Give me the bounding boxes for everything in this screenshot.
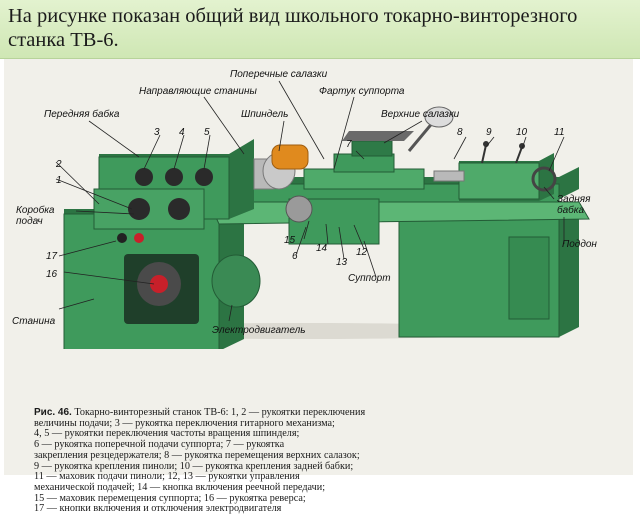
top-slide bbox=[351, 140, 393, 157]
tool-shield bbox=[342, 131, 414, 141]
label-motor: Электродвигатель bbox=[212, 325, 306, 336]
carriage-handwheel bbox=[285, 195, 313, 223]
feed-knob-1 bbox=[128, 198, 150, 220]
caption-line: 11 — маховик подачи пиноли; 12, 13 — рук… bbox=[34, 471, 300, 483]
chuck-guard bbox=[271, 144, 309, 170]
reverse-handle-knob bbox=[150, 275, 168, 293]
right-door bbox=[508, 236, 550, 320]
callout-9: 9 bbox=[486, 127, 492, 138]
caption-line: 6 — рукоятка поперечной подачи суппорта;… bbox=[34, 439, 285, 451]
callout-4: 4 bbox=[179, 127, 185, 138]
caption-line: 4, 5 — рукоятки переключения частоты вра… bbox=[34, 428, 300, 440]
label-feed-gearbox: Коробка подач bbox=[16, 205, 55, 227]
label-tailstock: Задняя бабка bbox=[557, 194, 591, 216]
label-top-slide: Верхние салазки bbox=[381, 109, 460, 120]
callout-6: 6 bbox=[292, 251, 298, 262]
slide-title: На рисунке показан общий вид школьного т… bbox=[8, 5, 578, 51]
callout-8: 8 bbox=[457, 127, 463, 138]
callout-14: 14 bbox=[316, 243, 328, 254]
callout-3: 3 bbox=[154, 127, 160, 138]
lathe-illustration bbox=[55, 80, 590, 349]
label-cross-slide: Поперечные салазки bbox=[230, 69, 328, 80]
slide-header: На рисунке показан общий вид школьного т… bbox=[0, 0, 640, 59]
callout-2: 2 bbox=[56, 159, 62, 170]
callout-1: 1 bbox=[56, 175, 62, 186]
label-bed-ways: Направляющие станины bbox=[139, 86, 257, 97]
knob-3 bbox=[135, 168, 153, 186]
figure-caption: Рис. 46. Токарно-винторезный станок ТВ-6… bbox=[34, 407, 614, 515]
label-headstock: Передняя бабка bbox=[44, 109, 120, 120]
label-spindle: Шпиндель bbox=[241, 109, 289, 120]
label-support: Суппорт bbox=[348, 273, 391, 284]
motor-button-off bbox=[117, 233, 127, 243]
knob-4 bbox=[165, 168, 183, 186]
electric-motor bbox=[211, 254, 261, 308]
caption-line: механической подачей; 14 — кнопка включе… bbox=[34, 481, 326, 493]
label-stanina: Станина bbox=[12, 316, 56, 327]
leader-lines bbox=[55, 80, 565, 322]
callout-7: 7 bbox=[346, 139, 352, 150]
label-apron: Фартук суппорта bbox=[319, 86, 405, 97]
tailstock-handwheel bbox=[531, 166, 557, 192]
callout-13: 13 bbox=[336, 257, 348, 268]
label-tray: Поддон bbox=[562, 239, 597, 250]
figure-reference: Рис. 46. bbox=[34, 407, 72, 418]
motor-button-on bbox=[134, 233, 144, 243]
lamp bbox=[424, 106, 454, 128]
caption-line: 15 — маховик перемещения суппорта; 16 — … bbox=[34, 492, 306, 504]
knob-5 bbox=[195, 168, 213, 186]
quill bbox=[433, 170, 465, 182]
feed-knob-2 bbox=[168, 198, 190, 220]
callout-12: 12 bbox=[356, 247, 368, 258]
callout-5: 5 bbox=[204, 127, 210, 138]
cross-slide bbox=[333, 153, 395, 173]
callout-11: 11 bbox=[554, 127, 565, 138]
callout-17: 17 bbox=[46, 251, 58, 262]
callout-15: 15 bbox=[284, 235, 296, 246]
lathe-figure: Поперечные салазки Направляющие станины … bbox=[4, 59, 633, 514]
caption-line: величины подачи; 3 — рукоятка переключен… bbox=[34, 417, 335, 429]
caption-line: 17 — кнопки включения и отключения элект… bbox=[34, 503, 282, 515]
caption-line: закрепления резцедержателя; 8 — рукоятка… bbox=[34, 449, 360, 461]
caption-line: Рис. 46. Токарно-винторезный станок ТВ-6… bbox=[34, 407, 366, 418]
callout-16: 16 bbox=[46, 269, 58, 280]
tailstock bbox=[458, 162, 540, 200]
caption-line: 9 — рукоятка крепления пиноли; 10 — руко… bbox=[34, 460, 354, 472]
callout-10: 10 bbox=[516, 127, 528, 138]
